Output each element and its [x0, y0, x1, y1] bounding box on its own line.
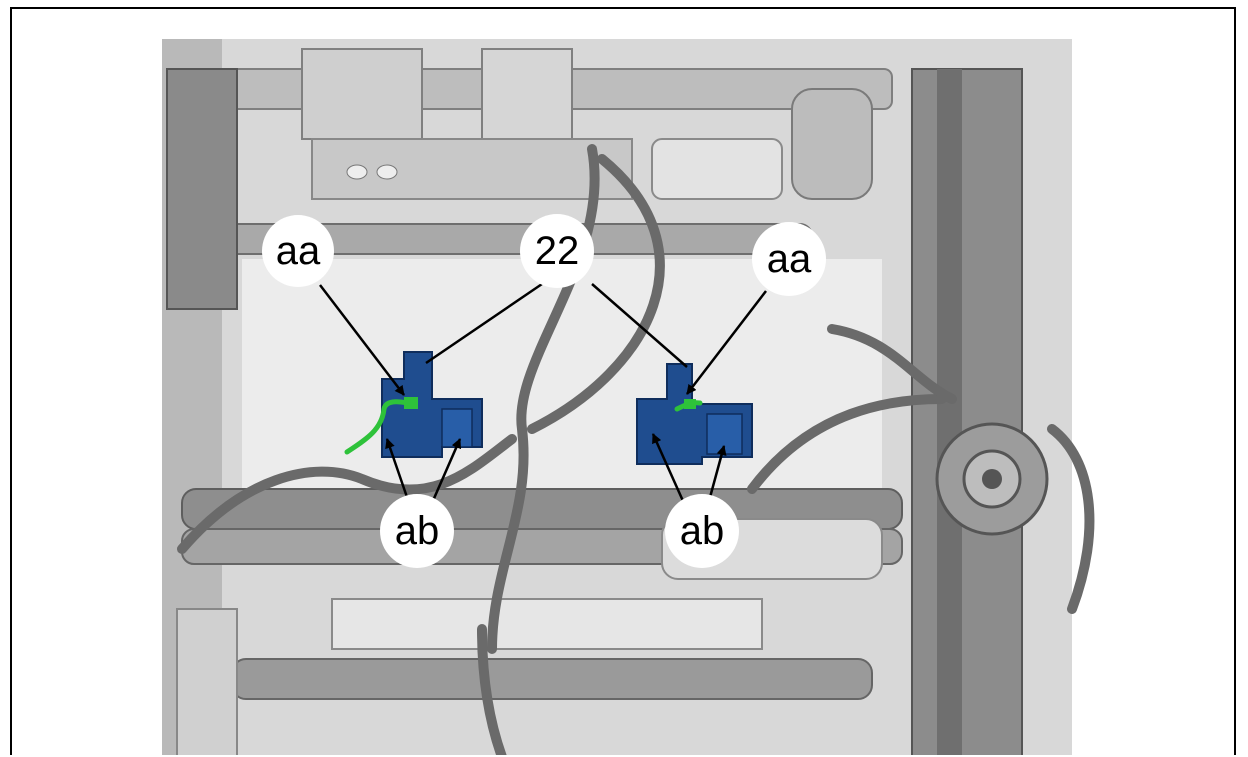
callout-ab-right-label: ab: [680, 509, 725, 553]
leader-lines: [319, 282, 767, 504]
green-connector-right: [684, 399, 696, 409]
arrow-aa-left: [319, 284, 405, 396]
arrow-aa-right: [686, 290, 767, 395]
callout-22: 22: [520, 214, 594, 288]
callout-ab-left: ab: [380, 494, 454, 568]
callout-aa-left-label: aa: [276, 229, 321, 273]
arrow-ab-right-2: [707, 445, 727, 502]
arrow-ab-right-1: [651, 433, 685, 502]
figure-frame: aa 22 aa ab ab: [10, 7, 1236, 755]
top-motor-assembly: [211, 48, 893, 200]
right-side-frame: [911, 68, 1049, 755]
arrow-ab-left-2: [430, 438, 462, 504]
left-side-frame: [166, 68, 238, 755]
arrow-ab-left-1: [385, 438, 411, 504]
callout-22-label: 22: [535, 229, 580, 273]
callout-ab-right: ab: [665, 494, 739, 568]
line-22-left: [425, 282, 543, 365]
green-connector-left: [404, 397, 418, 409]
sensor-right: [636, 363, 753, 465]
seat-frame-illustration: aa 22 aa ab ab: [162, 39, 1112, 755]
callout-aa-right: aa: [752, 222, 826, 296]
callout-aa-right-label: aa: [767, 237, 812, 281]
callout-ab-left-label: ab: [395, 509, 440, 553]
line-22-right: [591, 283, 688, 368]
callout-aa-left: aa: [262, 215, 334, 287]
